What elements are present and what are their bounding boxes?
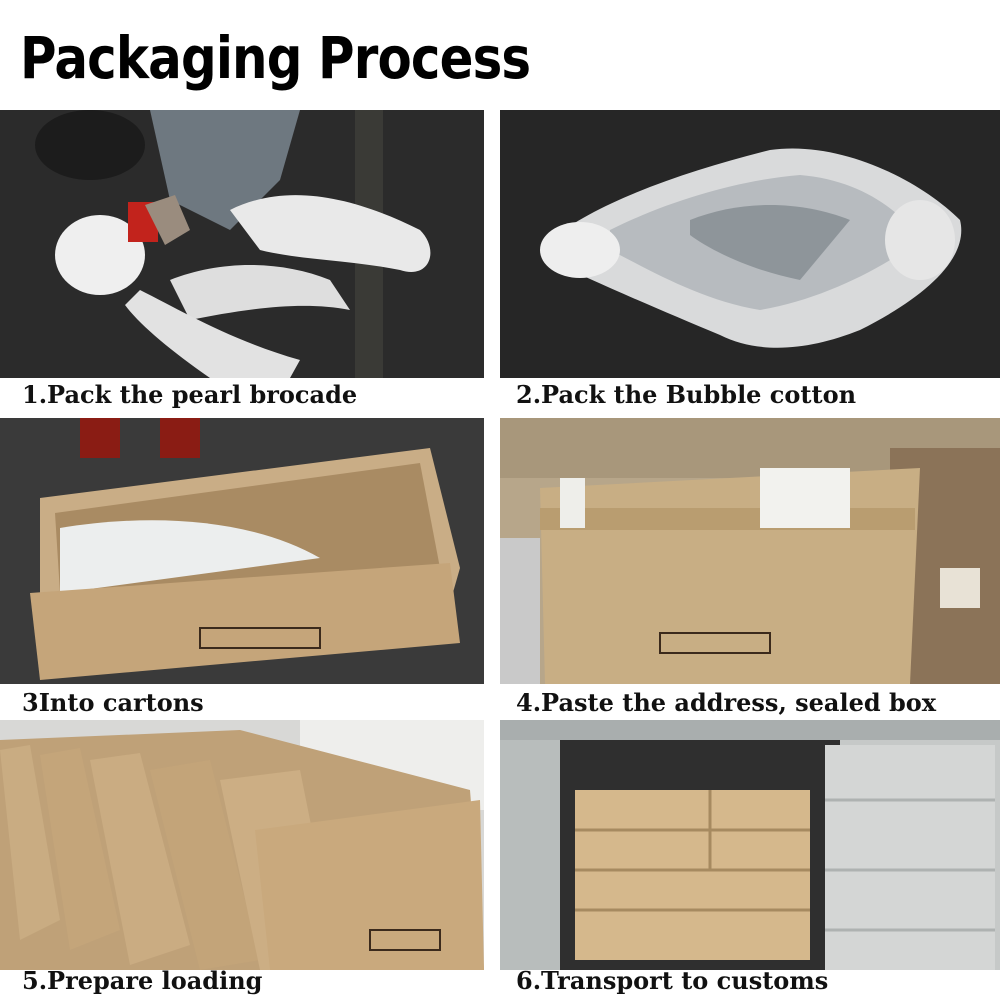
step-1-caption: 1.Pack the pearl brocade <box>22 380 358 409</box>
step-5-caption: 5.Prepare loading <box>22 966 263 995</box>
photo-prepare-loading <box>0 720 484 970</box>
step-3-caption: 3Into cartons <box>22 688 204 717</box>
photo-into-cartons <box>0 418 484 684</box>
photo-transport-to-customs <box>500 720 1000 970</box>
step-6-caption: 6.Transport to customs <box>516 966 829 995</box>
photo-pack-pearl-brocade <box>0 110 484 378</box>
photo-pack-bubble-cotton <box>500 110 1000 378</box>
photo-sealed-box <box>500 418 1000 684</box>
page-title: Packaging Process <box>20 24 531 92</box>
step-2-caption: 2.Pack the Bubble cotton <box>516 380 857 409</box>
step-4-caption: 4.Paste the address, sealed box <box>516 688 937 717</box>
